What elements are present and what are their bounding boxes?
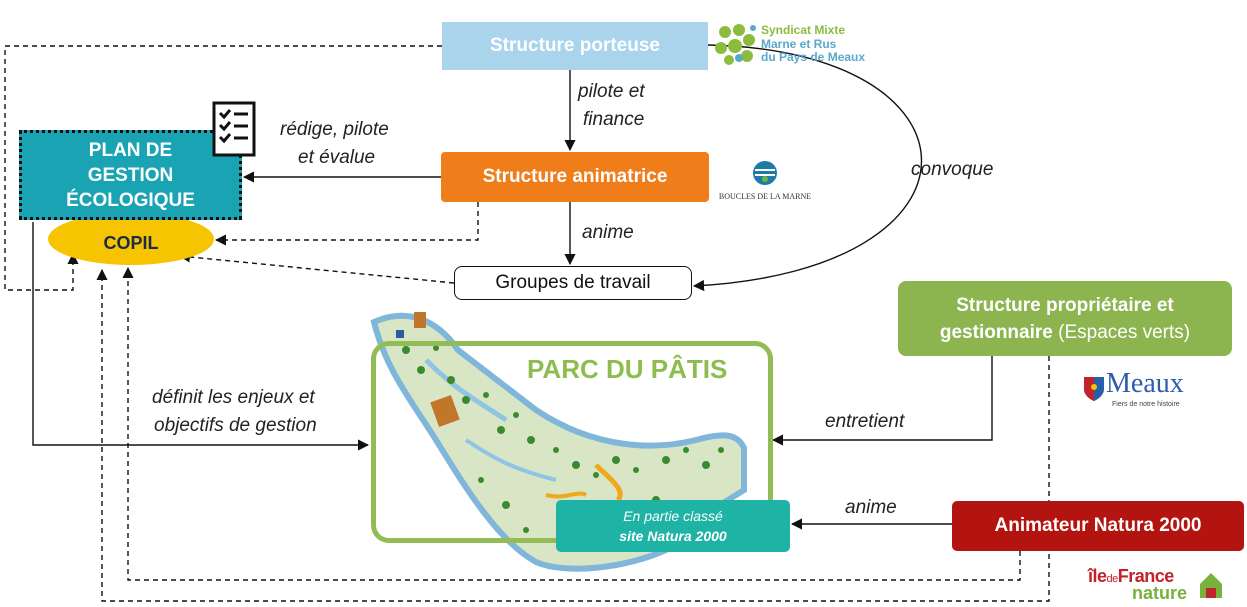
idf-wordmark: îledeFrance [1088, 566, 1174, 587]
label-definit-line-2: objectifs de gestion [154, 415, 317, 436]
cpie-logo: BOUCLES DE LA MARNE [717, 158, 813, 204]
node-animateur-natura-2000: Animateur Natura 2000 [952, 501, 1244, 551]
syndicat-line-3: du Pays de Meaux [761, 50, 866, 64]
syndicat-line-1: Syndicat Mixte [761, 23, 846, 37]
label-anime-top: anime [582, 222, 634, 243]
label-definit-line-1: définit les enjeux et [152, 387, 315, 408]
label-convoque: convoque [911, 159, 994, 180]
classe-line-1: En partie classé [623, 508, 723, 524]
node-structure-animatrice: Structure animatrice [441, 152, 709, 202]
syndicat-mixte-logo: Syndicat Mixte Marne et Rus du Pays de M… [713, 20, 893, 68]
idf-ile: île [1088, 566, 1107, 586]
node-copil: COPIL [48, 213, 214, 265]
node-structure-proprietaire: Structure propriétaire et gestionnaire (… [898, 281, 1232, 356]
proprio-line-1: Structure propriétaire et [956, 294, 1174, 316]
edge-plan-parc [32, 222, 370, 451]
idf-nature: nature [1132, 583, 1188, 603]
label-redige-line-2: et évalue [298, 147, 376, 168]
syndicat-line-2: Marne et Rus [761, 37, 837, 51]
document-checklist-icon [212, 101, 256, 162]
idf-de: de [1106, 573, 1119, 585]
node-plan-de-gestion: PLAN DE GESTION ÉCOLOGIQUE [19, 130, 242, 220]
label-anime-natura: anime [845, 497, 897, 518]
park-title: PARC DU PÂTIS [527, 354, 728, 384]
edge-porteuse-copil-dashed [4, 45, 442, 291]
meaux-slogan: Fiers de notre histoire [1112, 401, 1180, 408]
meaux-wordmark: Meaux [1106, 368, 1184, 399]
plan-line-1: PLAN DE [88, 139, 173, 161]
label-entretient: entretient [825, 411, 905, 432]
plan-line-2: GESTION [87, 164, 174, 186]
node-site-natura-2000: En partie classé site Natura 2000 [556, 500, 790, 552]
cpie-caption: BOUCLES DE LA MARNE [718, 192, 812, 201]
edge-proprio-parc [771, 356, 993, 446]
plan-line-3: ÉCOLOGIQUE [66, 189, 195, 211]
proprio-line-2: gestionnaire (Espaces verts) [940, 319, 1190, 346]
proprio-line-2-normal: (Espaces verts) [1052, 321, 1191, 343]
node-groupes-de-travail: Groupes de travail [454, 266, 692, 300]
classe-line-2: site Natura 2000 [619, 528, 727, 544]
label-redige-line-1: rédige, pilote [280, 119, 389, 140]
ile-de-france-nature-logo: îledeFrance nature [1088, 566, 1228, 606]
edge-animatrice-copil-dashed [214, 202, 479, 246]
node-structure-porteuse: Structure porteuse [442, 22, 708, 70]
label-pilote-line-2: finance [583, 109, 645, 130]
edge-porteuse-groupes-convoque [692, 44, 922, 292]
idf-france: France [1117, 566, 1175, 586]
label-pilote-line-1: pilote et [578, 81, 645, 102]
proprio-line-2-bold: gestionnaire [939, 321, 1053, 343]
edge-groupes-copil-dashed [178, 251, 455, 284]
meaux-logo: Meaux Fiers de notre histoire [1080, 368, 1230, 411]
